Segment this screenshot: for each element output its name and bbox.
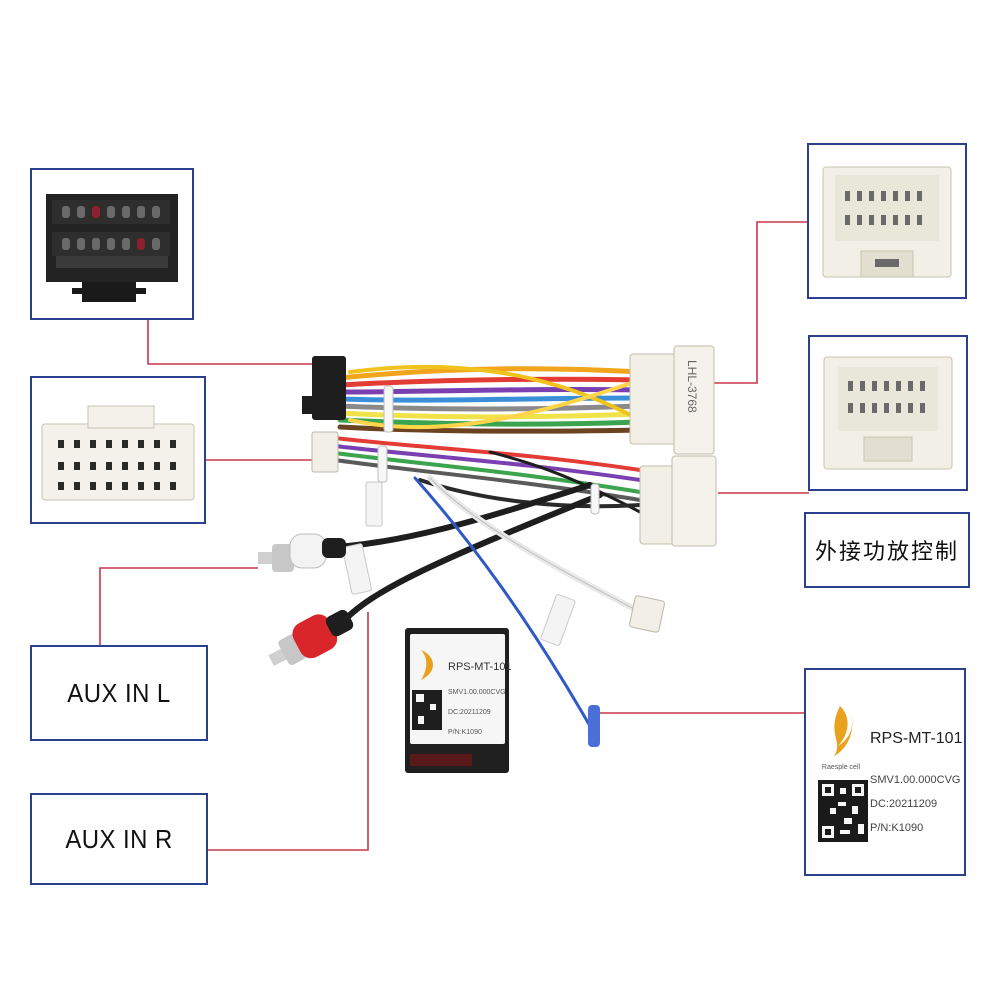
leader-line-aux-l xyxy=(99,567,258,647)
middle-right-connector-image xyxy=(823,356,953,470)
right-connector-lower xyxy=(639,455,717,547)
module-dc-small: DC:20211209 xyxy=(448,709,491,716)
white-connector-box xyxy=(30,376,206,524)
aux-in-l-box: AUX IN L xyxy=(30,645,208,741)
wire-tags xyxy=(342,481,576,646)
rca-white-plug xyxy=(258,533,346,572)
leader-line-aux-r xyxy=(206,612,369,851)
white-connector-image xyxy=(41,405,195,501)
blue-wire-tip xyxy=(588,705,600,747)
aux-in-r-box: AUX IN R xyxy=(30,793,208,885)
module-model-small: RPS-MT-101 xyxy=(448,661,512,673)
module-dc: DC:20211209 xyxy=(870,798,938,810)
top-right-connector-box xyxy=(807,143,967,299)
center-module xyxy=(405,628,509,773)
external-amp-control-box: 外接功放控制 xyxy=(804,512,970,588)
rca-red-plug xyxy=(268,609,354,666)
middle-right-connector-box xyxy=(808,335,968,491)
leader-line-top-right-connector xyxy=(712,221,809,384)
white-wire-connector xyxy=(629,595,665,633)
module-brand: Raesple cell xyxy=(821,764,861,771)
qr-code-icon xyxy=(818,780,868,842)
cable-ties xyxy=(377,385,600,515)
module-logo-icon xyxy=(834,706,853,756)
module-pn-small: P/N:K1090 xyxy=(448,729,482,736)
black-connector-image xyxy=(46,194,178,302)
leader-line-black-connector xyxy=(147,318,312,365)
aux-in-l-label: AUX IN L xyxy=(67,677,171,708)
black-connector-box xyxy=(30,168,194,320)
center-small-white-connector xyxy=(311,431,339,473)
leader-lines xyxy=(99,221,809,851)
module-sw-small: SMV1.00.000CVG xyxy=(448,689,506,696)
module-model: RPS-MT-101 xyxy=(870,730,963,747)
external-amp-control-label: 外接功放控制 xyxy=(814,540,959,565)
module-pn: P/N:K1090 xyxy=(870,822,924,834)
aux-in-r-label: AUX IN R xyxy=(65,823,173,854)
module-sw: SMV1.00.000CVG xyxy=(870,774,961,786)
top-right-connector-image xyxy=(822,166,952,278)
center-black-connector xyxy=(302,356,346,420)
connector-marking: LHL-3768 xyxy=(685,360,699,413)
right-connector-upper xyxy=(629,345,715,455)
module-label-box: Raesple cell RPS-MT-101 SMV1.00.000CVG D… xyxy=(804,668,966,876)
wire-bundle xyxy=(317,364,643,742)
